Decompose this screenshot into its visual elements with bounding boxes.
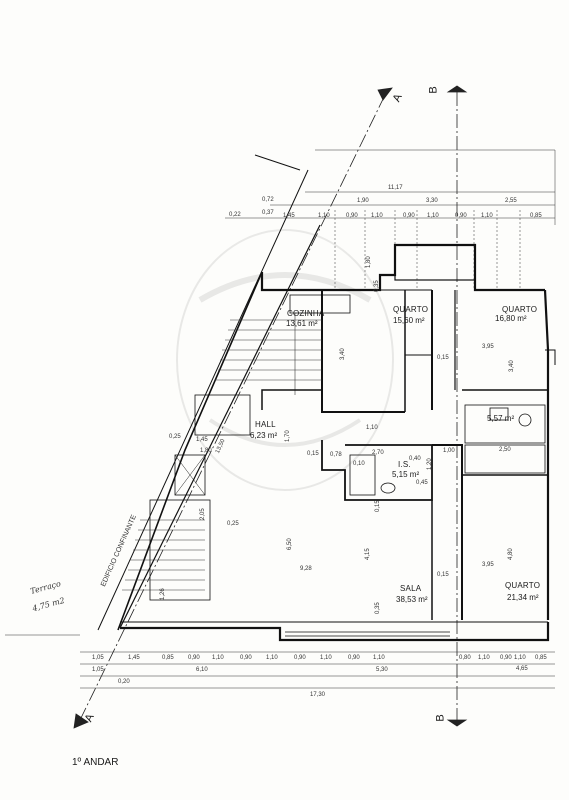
room-name-sala: SALA bbox=[400, 584, 422, 593]
room-name-quarto-2: QUARTO bbox=[502, 305, 538, 314]
dim-bottom-row2-1: 6,10 bbox=[196, 667, 208, 673]
dim-interior-stair-b: 1,26 bbox=[160, 588, 166, 600]
section-marker-b-bottom: B bbox=[434, 714, 447, 722]
dim-small-c: 0,10 bbox=[353, 461, 365, 467]
dim-top-row1-b: 1,90 bbox=[357, 198, 369, 204]
section-line-a bbox=[73, 87, 393, 729]
room-name-quarto-3: QUARTO bbox=[505, 581, 541, 590]
dim-bottom-row1-6: 1,10 bbox=[266, 655, 278, 661]
dim-bottom-row1-4: 1,10 bbox=[212, 655, 224, 661]
dim-bottom-total: 17,30 bbox=[310, 692, 326, 698]
room-area-quarto-3: 21,34 m² bbox=[507, 593, 539, 602]
section-marker-b-top: B bbox=[427, 86, 440, 94]
dim-interior-quarto-depth-2: 3,40 bbox=[509, 360, 515, 372]
room-area-quarto-2: 16,80 m² bbox=[495, 314, 527, 323]
dim-interior-quarto-width-1: 3,95 bbox=[482, 344, 494, 350]
dim-small-f: 0,45 bbox=[416, 480, 428, 486]
room-name-hall: HALL bbox=[255, 420, 276, 429]
dim-small-d: 1,20 bbox=[427, 458, 433, 470]
dim-bottom-row2-2: 5,30 bbox=[376, 667, 388, 673]
dim-top-row1-a: 0,72 bbox=[262, 197, 274, 203]
dim-interior-bath-a: 1,00 bbox=[443, 448, 455, 454]
dim-bottom-row1-11: 0,80 bbox=[459, 655, 471, 661]
dim-bottom-row1-1: 1,45 bbox=[128, 655, 140, 661]
dim-top-row2-0: 0,22 bbox=[229, 212, 241, 218]
dim-top-row2-9: 1,10 bbox=[481, 213, 493, 219]
room-name-quarto-1: QUARTO bbox=[393, 305, 429, 314]
dim-interior-quarto-width-2: 3,95 bbox=[482, 562, 494, 568]
dim-bottom-row1-9: 0,90 bbox=[348, 655, 360, 661]
dim-small-h: 1,45 bbox=[196, 437, 208, 443]
dim-top-row2-3: 1,10 bbox=[318, 213, 330, 219]
dim-small-e: 0,40 bbox=[409, 456, 421, 462]
dim-bottom-row1-15: 0,85 bbox=[535, 655, 547, 661]
room-area-hall: 6,23 m² bbox=[250, 431, 278, 440]
floor-title: 1º ANDAR bbox=[72, 757, 119, 768]
dim-bottom-row1-12: 1,10 bbox=[478, 655, 490, 661]
dim-interior-wall-e: 0,25 bbox=[169, 434, 181, 440]
dim-interior-wall-g: 0,78 bbox=[330, 452, 342, 458]
dim-bottom-row1-0: 1,05 bbox=[92, 655, 104, 661]
dim-interior-bath-b: 2,50 bbox=[499, 447, 511, 453]
dim-top-row2-5: 1,10 bbox=[371, 213, 383, 219]
room-area-sala: 38,53 m² bbox=[396, 595, 428, 604]
dim-top-row2-7: 1,10 bbox=[427, 213, 439, 219]
dim-top-row1-d: 2,55 bbox=[505, 198, 517, 204]
dim-interior-kitchen-depth: 3,40 bbox=[340, 348, 346, 360]
dim-interior-stair-a: 2,05 bbox=[200, 508, 206, 520]
dim-interior-hall-a: 1,70 bbox=[285, 430, 291, 442]
dim-bottom-row2-0: 1,05 bbox=[92, 667, 104, 673]
dim-bottom-row1-13: 0,90 bbox=[500, 655, 512, 661]
room-area-bath-2: 5,57 m² bbox=[487, 414, 515, 423]
room-area-quarto-1: 15,60 m² bbox=[393, 316, 425, 325]
dim-interior-wall-b: 0,15 bbox=[307, 451, 319, 457]
dim-top-row2-4: 0,90 bbox=[346, 213, 358, 219]
dim-interior-wall-a: 0,15 bbox=[437, 355, 449, 361]
dim-small-a: 0,35 bbox=[374, 280, 380, 292]
dim-small-b: 0,35 bbox=[375, 602, 381, 614]
dim-top-row2-2: 1,45 bbox=[283, 213, 295, 219]
dim-bottom-row1-7: 0,90 bbox=[294, 655, 306, 661]
stair-treads bbox=[122, 319, 322, 591]
dim-interior-balcony-depth: 1,80 bbox=[366, 256, 372, 268]
dim-interior-small-a: 1,10 bbox=[366, 425, 378, 431]
dim-interior-sala-depth: 4,15 bbox=[365, 548, 371, 560]
dim-interior-hall-depth: 6,50 bbox=[287, 538, 293, 550]
dim-bottom-row3-0: 0,20 bbox=[118, 679, 130, 685]
dim-bottom-row1-5: 0,90 bbox=[240, 655, 252, 661]
dim-bottom-row1-8: 1,10 bbox=[320, 655, 332, 661]
dim-bottom-row1-10: 1,10 bbox=[373, 655, 385, 661]
dim-bottom-row2-3: 4,65 bbox=[516, 666, 528, 672]
dim-interior-wall-c: 0,15 bbox=[437, 572, 449, 578]
dim-bottom-row1-2: 0,85 bbox=[162, 655, 174, 661]
dim-top-row2-6: 0,90 bbox=[403, 213, 415, 219]
dim-bottom-row1-3: 0,90 bbox=[188, 655, 200, 661]
dim-top-row2-1: 0,37 bbox=[262, 210, 274, 216]
dim-top-row2-10: 0,85 bbox=[530, 213, 542, 219]
dim-top-total: 11,17 bbox=[388, 185, 403, 191]
top-dimension-lines bbox=[225, 149, 556, 290]
dim-top-row2-8: 0,90 bbox=[455, 213, 467, 219]
dim-interior-sala-width: 9,28 bbox=[300, 566, 312, 572]
room-area-is: 5,15 m² bbox=[392, 470, 420, 479]
dim-interior-wall-f: 0,25 bbox=[227, 521, 239, 527]
room-area-cozinha: 13,61 m² bbox=[286, 319, 318, 328]
room-name-is: I.S. bbox=[398, 460, 411, 469]
section-line-b bbox=[446, 85, 468, 727]
dim-top-row1-c: 3,30 bbox=[426, 198, 438, 204]
room-name-cozinha: COZINHA bbox=[287, 309, 325, 318]
dim-small-g: 1,80 bbox=[200, 448, 212, 454]
dim-bottom-row1-14: 1,10 bbox=[514, 655, 526, 661]
bottom-dimension-lines bbox=[5, 634, 555, 689]
dim-interior-quarto-depth: 4,80 bbox=[508, 548, 514, 560]
dim-interior-wall-d: 0,15 bbox=[375, 500, 381, 512]
dim-interior-is-width: 2,70 bbox=[372, 450, 384, 456]
